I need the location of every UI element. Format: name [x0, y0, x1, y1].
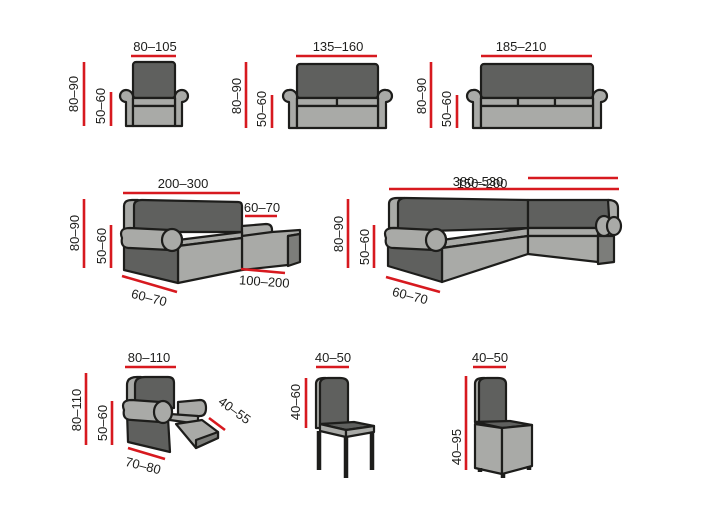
two-seater-seat-label: 50–60	[254, 91, 269, 127]
two-seater-figure: 135–160 80–90 50–60	[229, 39, 394, 130]
chaise-sofa-figure: 200–300 60–70 80–90 50–60 60–70 100–200	[67, 176, 302, 309]
chaise-width-label: 60–70	[244, 200, 280, 215]
armchair-width-label: 80–105	[133, 39, 176, 54]
l-sofa-width-label: 380–530	[453, 174, 504, 189]
recliner-footrest-line	[208, 416, 226, 432]
l-sofa-side-width-label: 150–200	[457, 176, 508, 191]
chair-backrest-label: 40–60	[288, 384, 303, 420]
l-sofa-height-label: 80–90	[331, 216, 346, 252]
recliner-figure: 80–110 80–110 50–60 70–80 40–55	[69, 350, 254, 477]
skirted-chair-height-label: 40–95	[449, 429, 464, 465]
armchair-seat-label: 50–60	[93, 88, 108, 124]
chaise-sofa-depth-label: 60–70	[130, 286, 169, 309]
chaise-sofa-width-label: 200–300	[158, 176, 209, 191]
skirted-chair-width-label: 40–50	[472, 350, 508, 365]
l-sofa-seat-label: 50–60	[357, 229, 372, 265]
three-seater-figure: 185–210 80–90 50–60	[414, 39, 609, 130]
chaise-sofa-depth-line	[121, 274, 178, 294]
recliner-height-label: 80–110	[69, 389, 84, 431]
skirted-chair-figure: 40–50 40–95	[449, 350, 534, 478]
l-sofa-figure: 150–200 380–530 80–90 50–60 60–70	[331, 174, 623, 307]
chaise-sofa-height-label: 80–90	[67, 215, 82, 251]
chaise-sofa-seat-label: 50–60	[94, 228, 109, 264]
chaise-length-label: 100–200	[239, 272, 291, 290]
two-seater-height-label: 80–90	[229, 78, 244, 114]
recliner-footrest-label: 40–55	[216, 394, 254, 427]
recliner-depth-line	[127, 446, 166, 461]
three-seater-seat-label: 50–60	[439, 91, 454, 127]
recliner-seat-label: 50–60	[95, 405, 110, 441]
armchair-height-label: 80–90	[66, 76, 81, 112]
two-seater-width-label: 135–160	[313, 39, 364, 54]
chaise-length-line	[240, 267, 286, 275]
three-seater-width-label: 185–210	[496, 39, 547, 54]
armchair-figure: 80–105 80–90 50–60	[66, 39, 190, 128]
three-seater-height-label: 80–90	[414, 78, 429, 114]
chair-width-label: 40–50	[315, 350, 351, 365]
l-sofa-depth-line	[385, 275, 441, 294]
chair-figure: 40–50 40–60	[288, 350, 376, 478]
recliner-width-label: 80–110	[128, 350, 170, 365]
